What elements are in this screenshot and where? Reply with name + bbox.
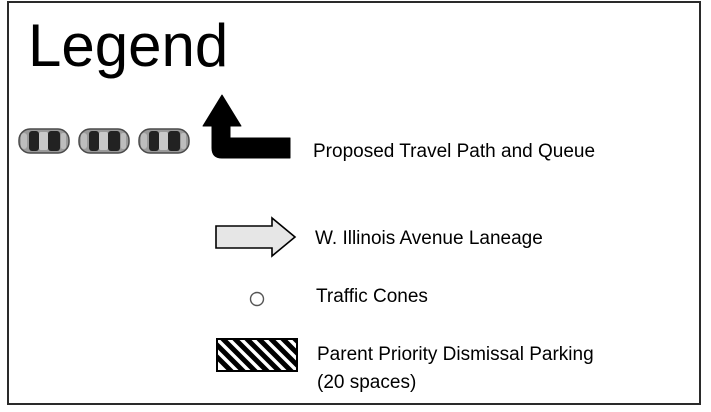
legend-frame <box>7 1 701 405</box>
legend-title: Legend <box>28 12 229 79</box>
laneage-label: W. Illinois Avenue Laneage <box>315 228 543 249</box>
parking-label-line2: (20 spaces) <box>317 372 417 393</box>
car-icon <box>18 128 70 154</box>
travel-path-label: Proposed Travel Path and Queue <box>313 141 596 162</box>
car-icon <box>138 128 190 154</box>
laneage-arrow-icon <box>215 216 297 258</box>
travel-path-arrow-icon <box>202 94 291 159</box>
car-icon <box>78 128 130 154</box>
traffic-cones-label: Traffic Cones <box>316 286 428 307</box>
traffic-cone-icon <box>249 291 265 307</box>
car-queue-icon <box>18 128 190 154</box>
hatched-parking-icon <box>216 338 298 372</box>
parking-label-line1: Parent Priority Dismissal Parking <box>317 344 594 365</box>
